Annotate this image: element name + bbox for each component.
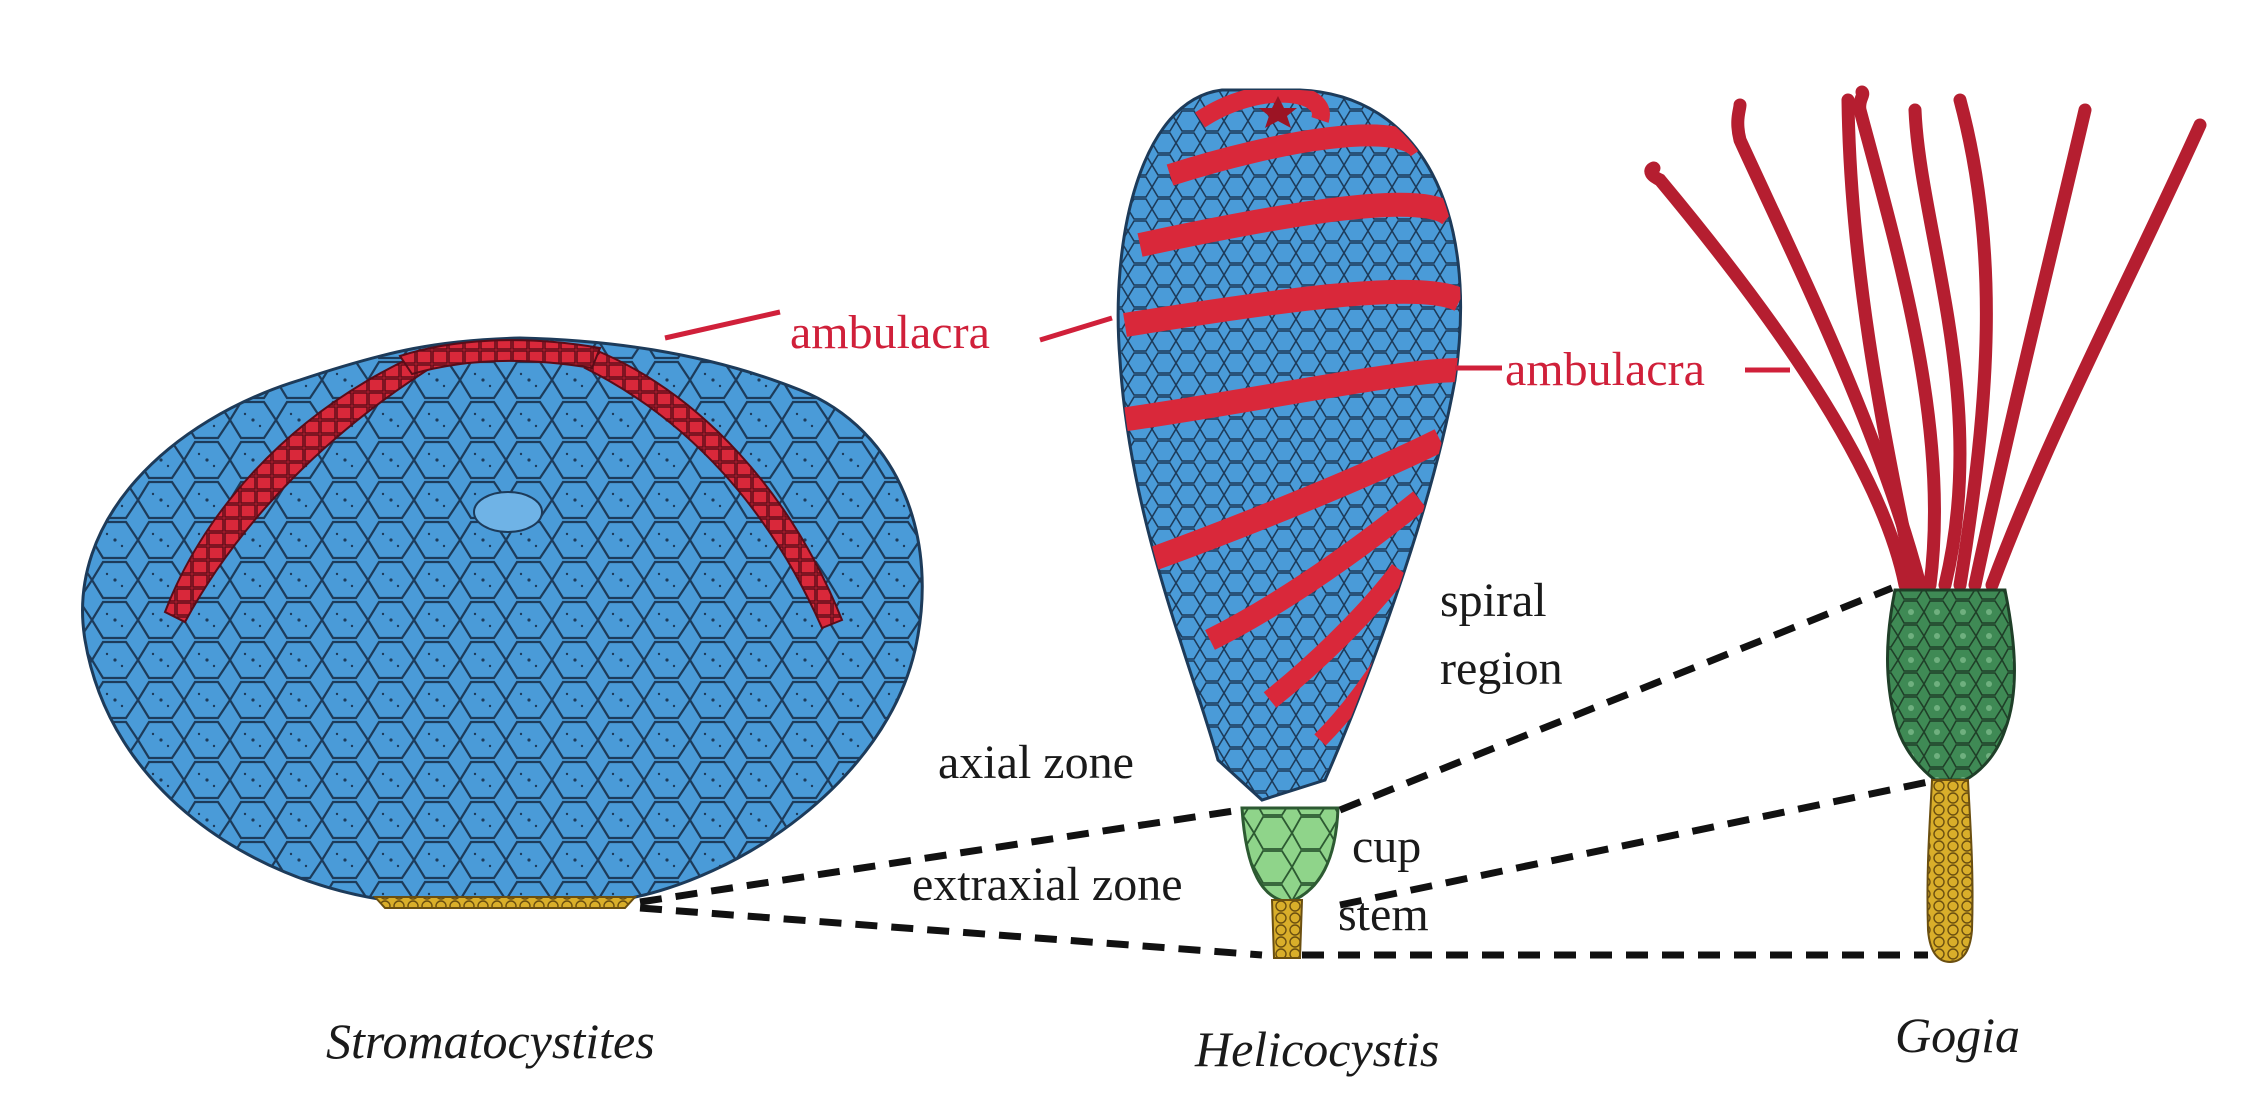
gogia-brachioles [1644, 85, 2207, 592]
stromatocystites-periproct [473, 491, 543, 533]
helicocystis-oral-star [1259, 96, 1297, 128]
dashed-line-axial-extraxial-left [639, 806, 1241, 906]
spiral-region-label-line2: region [1440, 642, 1563, 695]
stem-label: stem [1338, 888, 1429, 941]
ambulacra-leader-left-to-stromatocystites [664, 309, 781, 341]
helicocystis-cup [1240, 806, 1340, 904]
stromatocystites-ambulacrum-right [583, 350, 844, 630]
gogia-illustration [1644, 85, 2207, 964]
axial-zone-label: axial zone [938, 736, 1134, 789]
stromatocystites-illustration [81, 336, 924, 909]
gogia-cup [1886, 588, 2016, 782]
taxon-label-stromatocystites: Stromatocystites [326, 1013, 655, 1069]
stromatocystites-stem-base [372, 896, 638, 909]
stromatocystites-theca [81, 336, 924, 902]
ambulacra-leader-left-to-helicocystis [1039, 315, 1113, 343]
taxon-label-helicocystis: Helicocystis [1194, 1021, 1439, 1077]
ambulacra-label-left: ambulacra [790, 306, 990, 359]
dashed-line-cup-right [1338, 584, 1894, 814]
ambulacra-label-right: ambulacra [1505, 343, 1705, 396]
helicocystis-illustration [1116, 88, 1463, 959]
spiral-region-label-line1: spiral [1440, 574, 1547, 627]
cup-label: cup [1352, 820, 1421, 873]
correlation-lines [639, 584, 1929, 959]
helicocystis-stem [1270, 899, 1304, 959]
dashed-line-stem-right [1339, 778, 1929, 909]
helicocystis-theca [1116, 88, 1463, 802]
stromatocystites-ambulacrum-top [398, 339, 602, 376]
extraxial-zone-label: extraxial zone [912, 858, 1183, 911]
dashed-line-base-left [639, 904, 1263, 959]
gogia-stem [1926, 779, 1974, 964]
taxon-label-gogia: Gogia [1895, 1007, 2020, 1063]
